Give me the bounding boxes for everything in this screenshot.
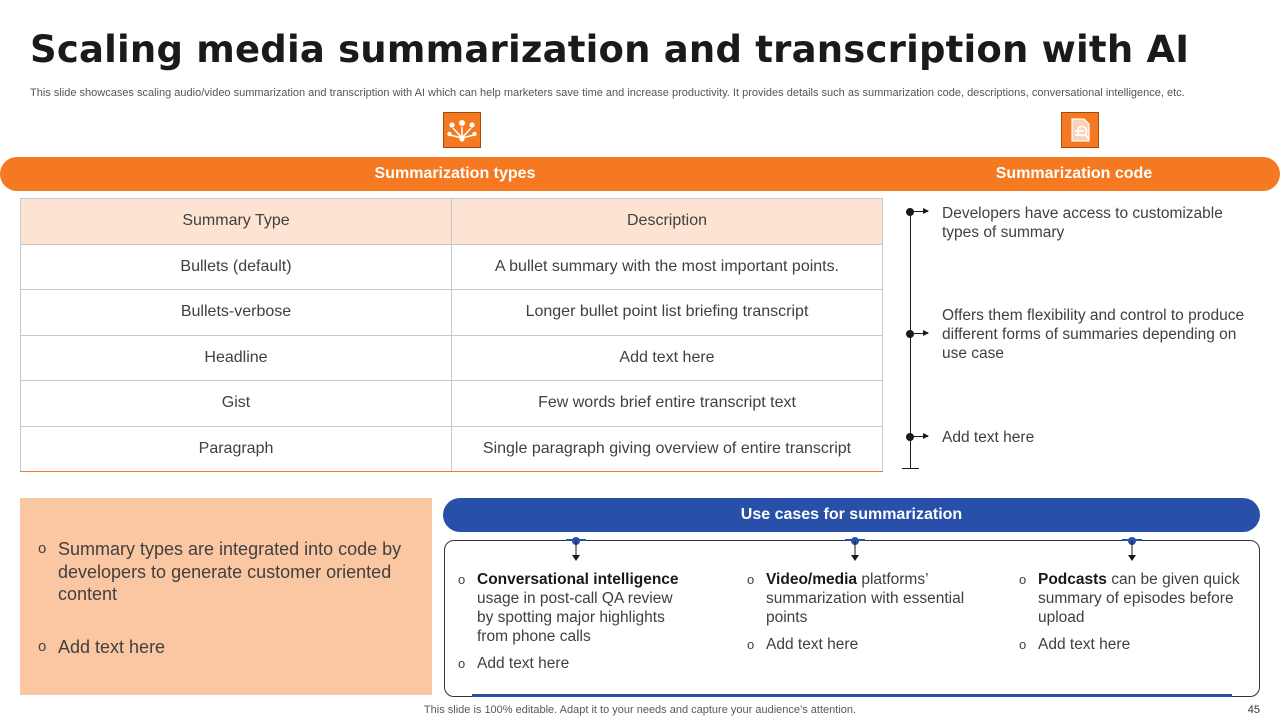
circle-bullet-icon: o	[747, 572, 755, 587]
column-header-description: Description	[451, 198, 883, 245]
document-search-icon	[1061, 112, 1099, 148]
timeline-item: Developers have access to customizable t…	[942, 205, 1223, 241]
circle-bullet-icon: o	[458, 572, 466, 587]
use-case-extra: Add text here	[766, 636, 859, 653]
use-case-text: Video/media platforms’ summarization wit…	[766, 571, 965, 626]
table-row: Bullets-verbose Longer bullet point list…	[20, 289, 883, 336]
list-item: o Video/media platforms’ summarization w…	[747, 570, 977, 627]
slide-subtitle: This slide showcases scaling audio/video…	[30, 87, 1185, 99]
use-cases-accent-line	[472, 694, 1232, 697]
network-nodes-icon	[443, 112, 481, 148]
summary-type-cell: Headline	[20, 334, 452, 381]
circle-bullet-icon: o	[458, 656, 466, 671]
description-cell: Single paragraph giving overview of enti…	[451, 425, 883, 472]
summary-type-cell: Paragraph	[20, 425, 452, 472]
use-case-extra: Add text here	[477, 655, 570, 672]
summary-type-cell: Gist	[20, 380, 452, 427]
use-cases-heading: Use cases for summarization	[443, 498, 1260, 532]
list-item: o Add text here	[38, 636, 408, 659]
use-case-bold: Conversational intelligence	[477, 571, 679, 588]
footer-note: This slide is 100% editable. Adapt it to…	[423, 704, 857, 716]
timeline-item: Offers them flexibility and control to p…	[942, 307, 1245, 362]
timeline-dot	[906, 433, 914, 441]
use-case-column-video-media: o Video/media platforms’ summarization w…	[747, 570, 977, 654]
page-number: 45	[1247, 704, 1260, 716]
circle-bullet-icon: o	[1019, 637, 1027, 652]
list-item: o Add text here	[458, 654, 688, 673]
table-row: Gist Few words brief entire transcript t…	[20, 380, 883, 427]
use-case-column-podcasts: o Podcasts can be given quick summary of…	[1019, 570, 1249, 654]
use-case-extra: Add text here	[1038, 636, 1131, 653]
timeline-end-cap	[902, 468, 919, 469]
summary-type-cell: Bullets-verbose	[20, 289, 452, 336]
description-cell: Few words brief entire transcript text	[451, 380, 883, 427]
use-case-bold: Video/media	[766, 571, 858, 588]
table-row: Paragraph Single paragraph giving overvi…	[20, 425, 883, 472]
summarization-code-heading: Summarization code	[995, 165, 1153, 182]
pin-connector-icon	[1122, 537, 1142, 561]
summarization-types-heading: Summarization types	[374, 165, 536, 182]
summary-type-cell: Bullets (default)	[20, 243, 452, 290]
circle-bullet-icon: o	[747, 637, 755, 652]
circle-bullet-icon: o	[38, 638, 47, 655]
table-row: Headline Add text here	[20, 334, 883, 381]
timeline-dot	[906, 208, 914, 216]
description-cell: A bullet summary with the most important…	[451, 243, 883, 290]
timeline-item: Add text here	[942, 429, 1035, 446]
arrow-right-icon	[914, 330, 929, 336]
summarization-types-table: Summary Type Description Bullets (defaul…	[20, 198, 883, 472]
arrow-right-icon	[914, 208, 929, 214]
use-case-text: Podcasts can be given quick summary of e…	[1038, 571, 1240, 626]
list-item-text: Summary types are integrated into code b…	[58, 539, 402, 604]
circle-bullet-icon: o	[38, 540, 47, 557]
description-cell: Longer bullet point list briefing transc…	[451, 289, 883, 336]
list-item: o Summary types are integrated into code…	[38, 538, 408, 606]
highlight-box: o Summary types are integrated into code…	[20, 498, 432, 695]
pin-connector-icon	[566, 537, 586, 561]
timeline-line	[910, 210, 911, 468]
timeline-dot	[906, 330, 914, 338]
summarization-code-timeline: Developers have access to customizable t…	[895, 198, 1275, 478]
description-cell: Add text here	[451, 334, 883, 381]
use-case-bold: Podcasts	[1038, 571, 1107, 588]
list-item: o Add text here	[747, 635, 977, 654]
list-item-text: Add text here	[58, 637, 166, 657]
list-item: o Add text here	[1019, 635, 1249, 654]
column-header-summary-type: Summary Type	[20, 198, 452, 245]
list-item: o Podcasts can be given quick summary of…	[1019, 570, 1249, 627]
table-row: Bullets (default) A bullet summary with …	[20, 243, 883, 290]
section-header-band: Summarization types Summarization code	[0, 157, 1280, 191]
use-case-column-conversational: o Conversational intelligence usage in p…	[458, 570, 688, 673]
slide-title: Scaling media summarization and transcri…	[30, 28, 1190, 71]
pin-connector-icon	[845, 537, 865, 561]
use-case-text: Conversational intelligence usage in pos…	[477, 571, 679, 645]
arrow-right-icon	[914, 433, 929, 439]
circle-bullet-icon: o	[1019, 572, 1027, 587]
table-header-row: Summary Type Description	[20, 198, 883, 245]
list-item: o Conversational intelligence usage in p…	[458, 570, 688, 646]
